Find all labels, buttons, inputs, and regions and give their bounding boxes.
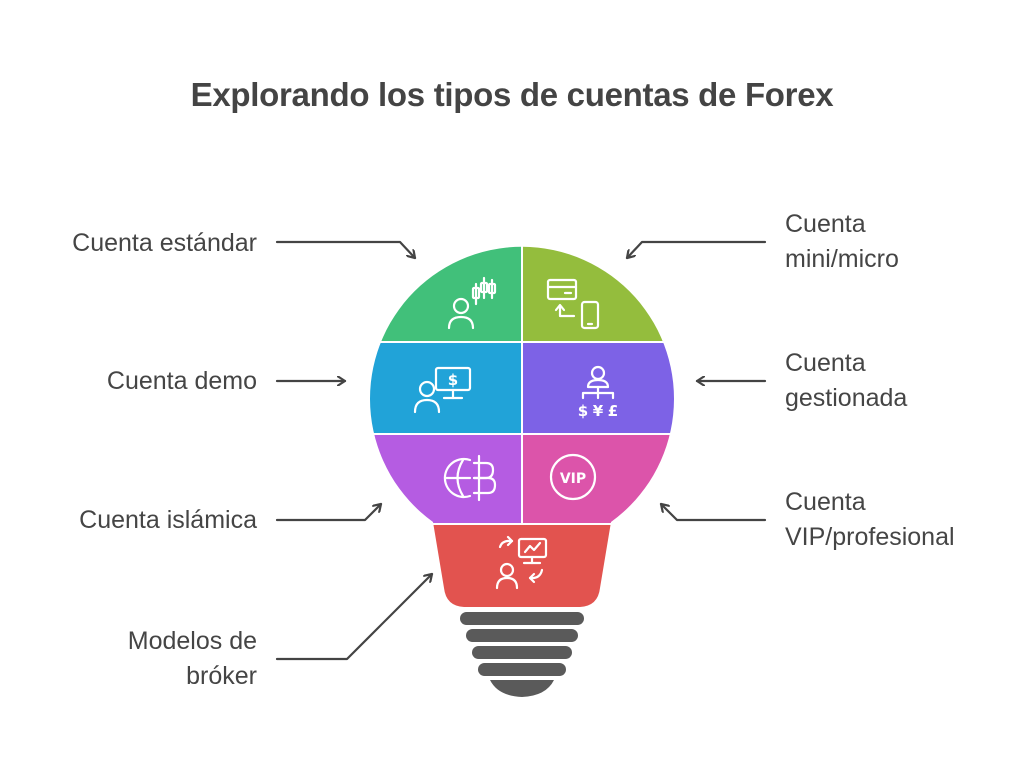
label-line: mini/micro <box>785 245 899 273</box>
label-line: VIP/profesional <box>785 523 955 551</box>
label-mini: Cuenta mini/micro <box>785 207 899 277</box>
candlestick-trader-icon <box>447 276 497 330</box>
user-currencies-icon <box>581 365 615 400</box>
label-line: bróker <box>186 662 257 690</box>
bulb-base <box>460 612 584 697</box>
label-line: Cuenta estándar <box>72 229 257 257</box>
globe-baht-icon <box>443 454 497 502</box>
currency-pound-glyph: £ <box>608 402 618 420</box>
label-line: Cuenta demo <box>106 367 257 395</box>
arrow-mini <box>625 240 767 260</box>
arrow-broker <box>275 572 434 661</box>
segment-estandar <box>370 246 521 341</box>
label-line: gestionada <box>785 384 908 412</box>
label-line: Modelos de <box>127 627 257 655</box>
demo-dollar-glyph: $ <box>448 371 458 389</box>
arrow-vip <box>659 504 767 522</box>
label-vip: Cuenta VIP/profesional <box>785 485 955 555</box>
monitor-dollar-user-icon <box>413 366 472 414</box>
card-to-phone-icon <box>546 278 600 330</box>
broker-exchange-icon <box>495 535 548 590</box>
segment-mini <box>523 246 674 341</box>
label-line: Cuenta islámica <box>79 506 257 534</box>
label-islamica: Cuenta islámica <box>79 503 257 538</box>
vip-badge-icon <box>549 453 597 501</box>
diagram-title: Explorando los tipos de cuentas de Forex <box>190 76 834 113</box>
currency-dollar-glyph: $ <box>578 402 588 420</box>
arrow-islamica <box>275 502 383 522</box>
label-line: Cuenta <box>785 349 866 377</box>
currency-yen-glyph: ¥ <box>593 402 604 420</box>
arrow-estandar <box>275 240 417 260</box>
label-broker: Modelos de bróker <box>128 624 257 694</box>
label-gestionada: Cuenta gestionada <box>785 346 907 416</box>
label-line: Cuenta <box>785 210 866 238</box>
label-line: Cuenta <box>785 488 866 516</box>
segment-demo <box>370 343 521 433</box>
vip-badge-text: VIP <box>560 471 586 487</box>
label-estandar: Cuenta estándar <box>72 226 257 261</box>
label-demo: Cuenta demo <box>107 364 257 399</box>
